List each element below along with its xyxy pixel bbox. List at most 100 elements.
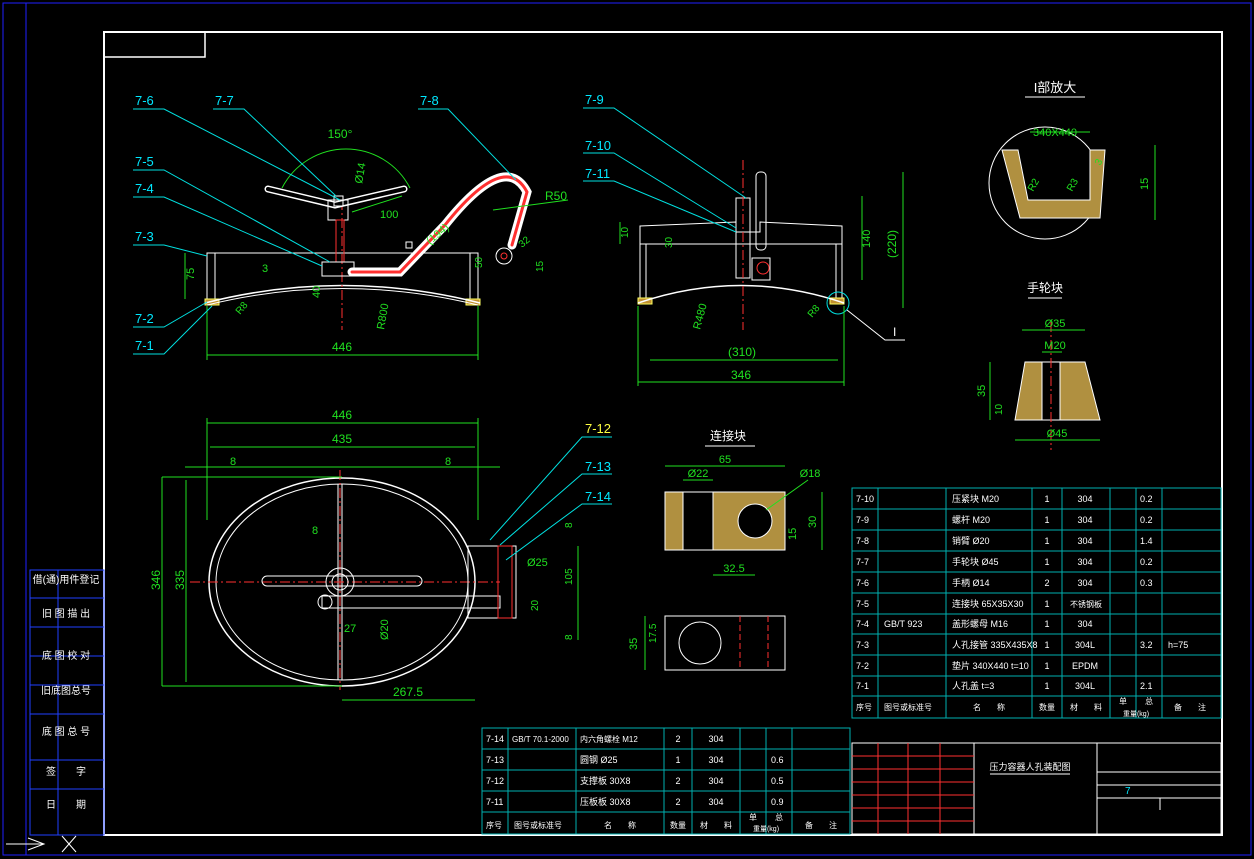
dim-40: 40 [311,286,323,298]
pt-cell: 1.4 [1140,536,1153,546]
pt-cell: 1 [1044,515,1049,525]
lt-cell: 7-12 [486,776,504,786]
dim-50: 50 [474,256,485,268]
pt-cell: 盖形螺母 M16 [952,618,1008,629]
pt-cell: 7-3 [856,640,869,650]
pt-cell: 1 [1044,640,1049,650]
lt-cell: 内六角螺栓 M12 [580,734,638,744]
dim-r800: R800 [375,303,391,331]
part-label: 7-1 [135,338,154,353]
pt-header: 名 称 [973,702,1005,712]
dim-27: 27 [344,623,356,635]
dim-d14: Ø14 [353,162,368,185]
dim-10: 10 [620,226,631,238]
side-strip-row: 旧 图 描 出 [42,607,90,620]
dim-30: 30 [807,516,819,528]
dim-15: 15 [787,528,799,540]
lt-cell: 0.6 [771,755,784,765]
dim-32: 32 [517,234,533,250]
pt-cell: 7-6 [856,578,869,588]
dim-angle: 150° [328,127,353,141]
pt-cell: 0.2 [1140,515,1153,525]
lt-cell: 2 [675,776,680,786]
pt-cell: 1 [1044,494,1049,504]
pt-cell: 手柄 Ø14 [952,577,990,588]
pt-cell: 压紧块 M20 [952,493,999,504]
pt-cell: 人孔盖 t=3 [952,680,994,691]
lt-cell: 支撑板 30X8 [580,775,631,786]
lt-header: 序号 [486,820,502,830]
hub-inner [331,573,349,591]
lt-cell: 304 [708,734,723,744]
parts-table-rows: 7-10 压紧块 M20 1 304 0.2 7-9 螺杆 M20 1 304 … [856,493,1206,718]
lt-header: 数量 [670,820,686,830]
lt-cell: 圆钢 Ø25 [580,754,618,765]
dim-r2: R2 [1026,177,1042,194]
pt-cell: EPDM [1072,661,1098,671]
pt-header: 材 料 [1070,702,1102,712]
dim-100: 100 [380,209,398,221]
part-label: 7-8 [420,93,439,108]
pt-header: 单 [1119,696,1127,706]
dim-v8a: 8 [564,522,575,528]
pt-header: 备 注 [1174,702,1206,712]
pt-cell: 304L [1075,681,1095,691]
dim-8b: 8 [445,456,451,468]
drawing-frame [103,31,1223,836]
dim-3: 3 [1093,157,1106,168]
pt-cell: 304 [1077,494,1092,504]
pt-cell: 0.3 [1140,578,1153,588]
pt-cell: 304L [1075,640,1095,650]
part-label: 7-14 [585,489,611,504]
dim-3: 3 [262,263,268,275]
lt-header: 单 [749,812,757,822]
dim-32-5: 32.5 [723,563,744,575]
connector-title: 连接块 [710,428,746,443]
pt-cell: 销臂 Ø20 [952,535,990,546]
pt-cell: 304 [1077,578,1092,588]
dim-335: 335 [173,570,187,590]
side-strip-row: 日 期 [46,799,86,811]
cover-dish [637,284,845,304]
side-strip: 借(通)用件登记 旧 图 描 出 底 图 校 对 旧底图总号 底 图 总 号 签… [29,569,105,836]
pt-header: 数量 [1039,702,1055,712]
part-label: 7-13 [585,459,611,474]
detail-mark: I [893,325,896,339]
dim-r480: R480 [691,302,709,331]
pt-cell: 304 [1077,557,1092,567]
dim-446: 446 [332,408,352,422]
lt-weight: 重量(kg) [753,825,779,833]
pt-cell: 1 [1044,599,1049,609]
pt-cell: 1 [1044,619,1049,629]
dim-65: 65 [719,454,731,466]
pt-cell: GB/T 923 [884,619,922,629]
dim-d25: Ø25 [527,557,548,569]
side-strip-row: 借(通)用件登记 [33,573,100,586]
pt-cell: 7-8 [856,536,869,546]
dim-30: 30 [664,236,675,248]
lower-parts-table: 7-14 GB/T 70.1-2000 内六角螺栓 M12 2 304 7-13… [481,727,851,835]
side-strip-row: 旧底图总号 [41,684,91,697]
lt-header: 材 料 [700,820,732,830]
pt-header: 图号或标准号 [884,702,932,712]
lt-cell: 304 [708,797,723,807]
pt-cell: 人孔接管 335X435X8 [952,639,1038,650]
pt-cell: 7-1 [856,681,869,691]
dim-220: (220) [885,230,899,258]
view-b-side-section: 10 30 140 (220) R480 R8 I (310) 346 7-9 … [583,92,905,386]
angle-arc [281,148,411,189]
part-label: 7-2 [135,311,154,326]
lt-cell: 304 [708,776,723,786]
side-strip-row: 签 字 [46,765,86,778]
dim-346: 346 [149,570,163,590]
dim-446: 446 [332,340,352,354]
pt-cell: 1 [1044,681,1049,691]
pt-weight: 重量(kg) [1123,710,1149,718]
pt-cell: 7-5 [856,599,869,609]
lt-cell: 7-13 [486,755,504,765]
pt-cell: 7-2 [856,661,869,671]
lt-cell: 7-11 [486,797,503,807]
pt-cell: 2 [1044,578,1049,588]
